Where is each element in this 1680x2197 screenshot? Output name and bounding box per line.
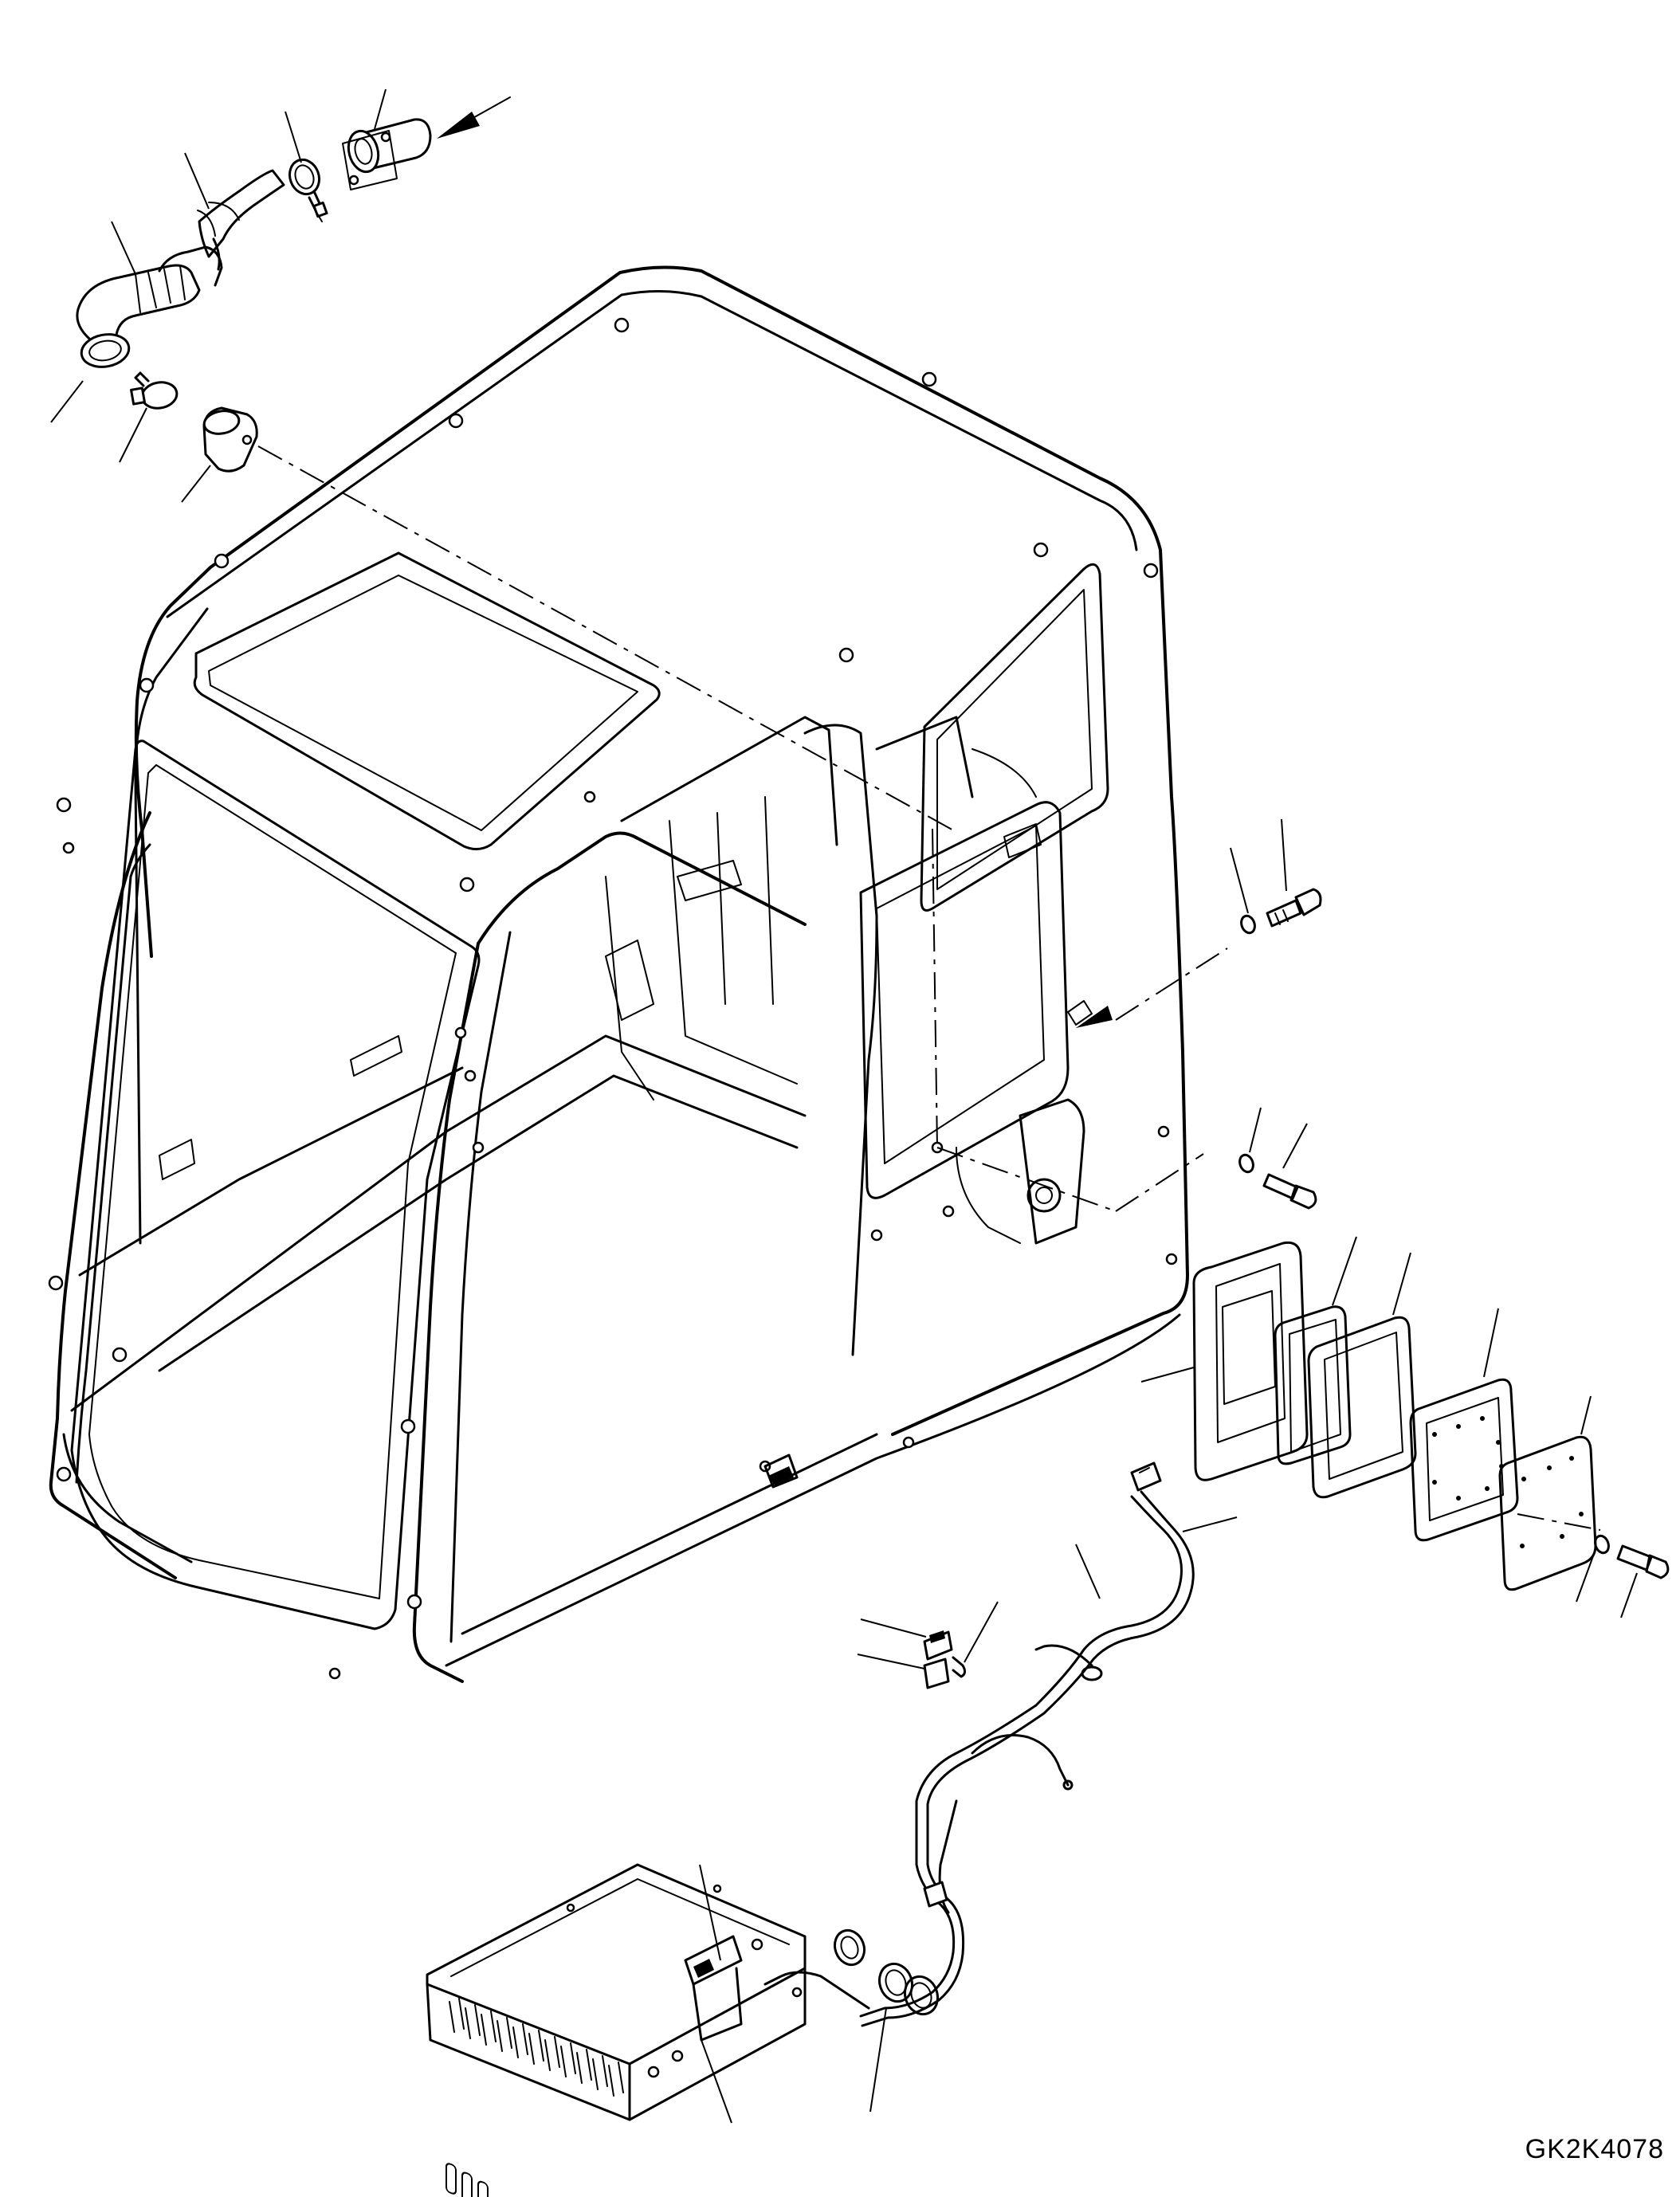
- duct-flange: [202, 406, 258, 473]
- bolt-set-lower: [1238, 1107, 1317, 1210]
- gasket-thin: [1274, 1236, 1357, 1465]
- door-opening: [859, 801, 1070, 1199]
- filter-housing: [1140, 1241, 1309, 1481]
- operator-cab: [48, 265, 1228, 1683]
- air-duct-assembly: [50, 88, 957, 833]
- center-pillar: [477, 831, 807, 945]
- gasket-frame: [1307, 1252, 1417, 1499]
- filter-element: [1409, 1308, 1519, 1542]
- cover-bolt: [1576, 1534, 1670, 1618]
- cab-rivets: [48, 317, 1178, 1680]
- duct-outlet: [342, 118, 432, 190]
- floor-frame: [70, 1034, 807, 1412]
- hose-clamp-upper: [288, 158, 328, 222]
- drawing-code: GK2K4078: [1525, 2134, 1664, 2164]
- cab-roof: [134, 265, 1189, 1436]
- front-window-frame: [70, 740, 481, 1630]
- airflow-arrow: [437, 96, 511, 139]
- rear-window: [920, 563, 1109, 912]
- vent-slots: [446, 2163, 489, 2197]
- wiring-harness: [763, 1461, 1238, 2113]
- skylight-window: [193, 551, 661, 850]
- filter-cover: [1498, 1395, 1601, 1591]
- duct-elbow: [76, 237, 223, 368]
- hose-clamp-lower: [130, 371, 179, 410]
- bolt-set-upper: [1067, 818, 1322, 1028]
- controller-unit: [426, 1863, 807, 2197]
- front-pillar-left: [49, 811, 177, 1579]
- flexible-hose: [197, 169, 285, 258]
